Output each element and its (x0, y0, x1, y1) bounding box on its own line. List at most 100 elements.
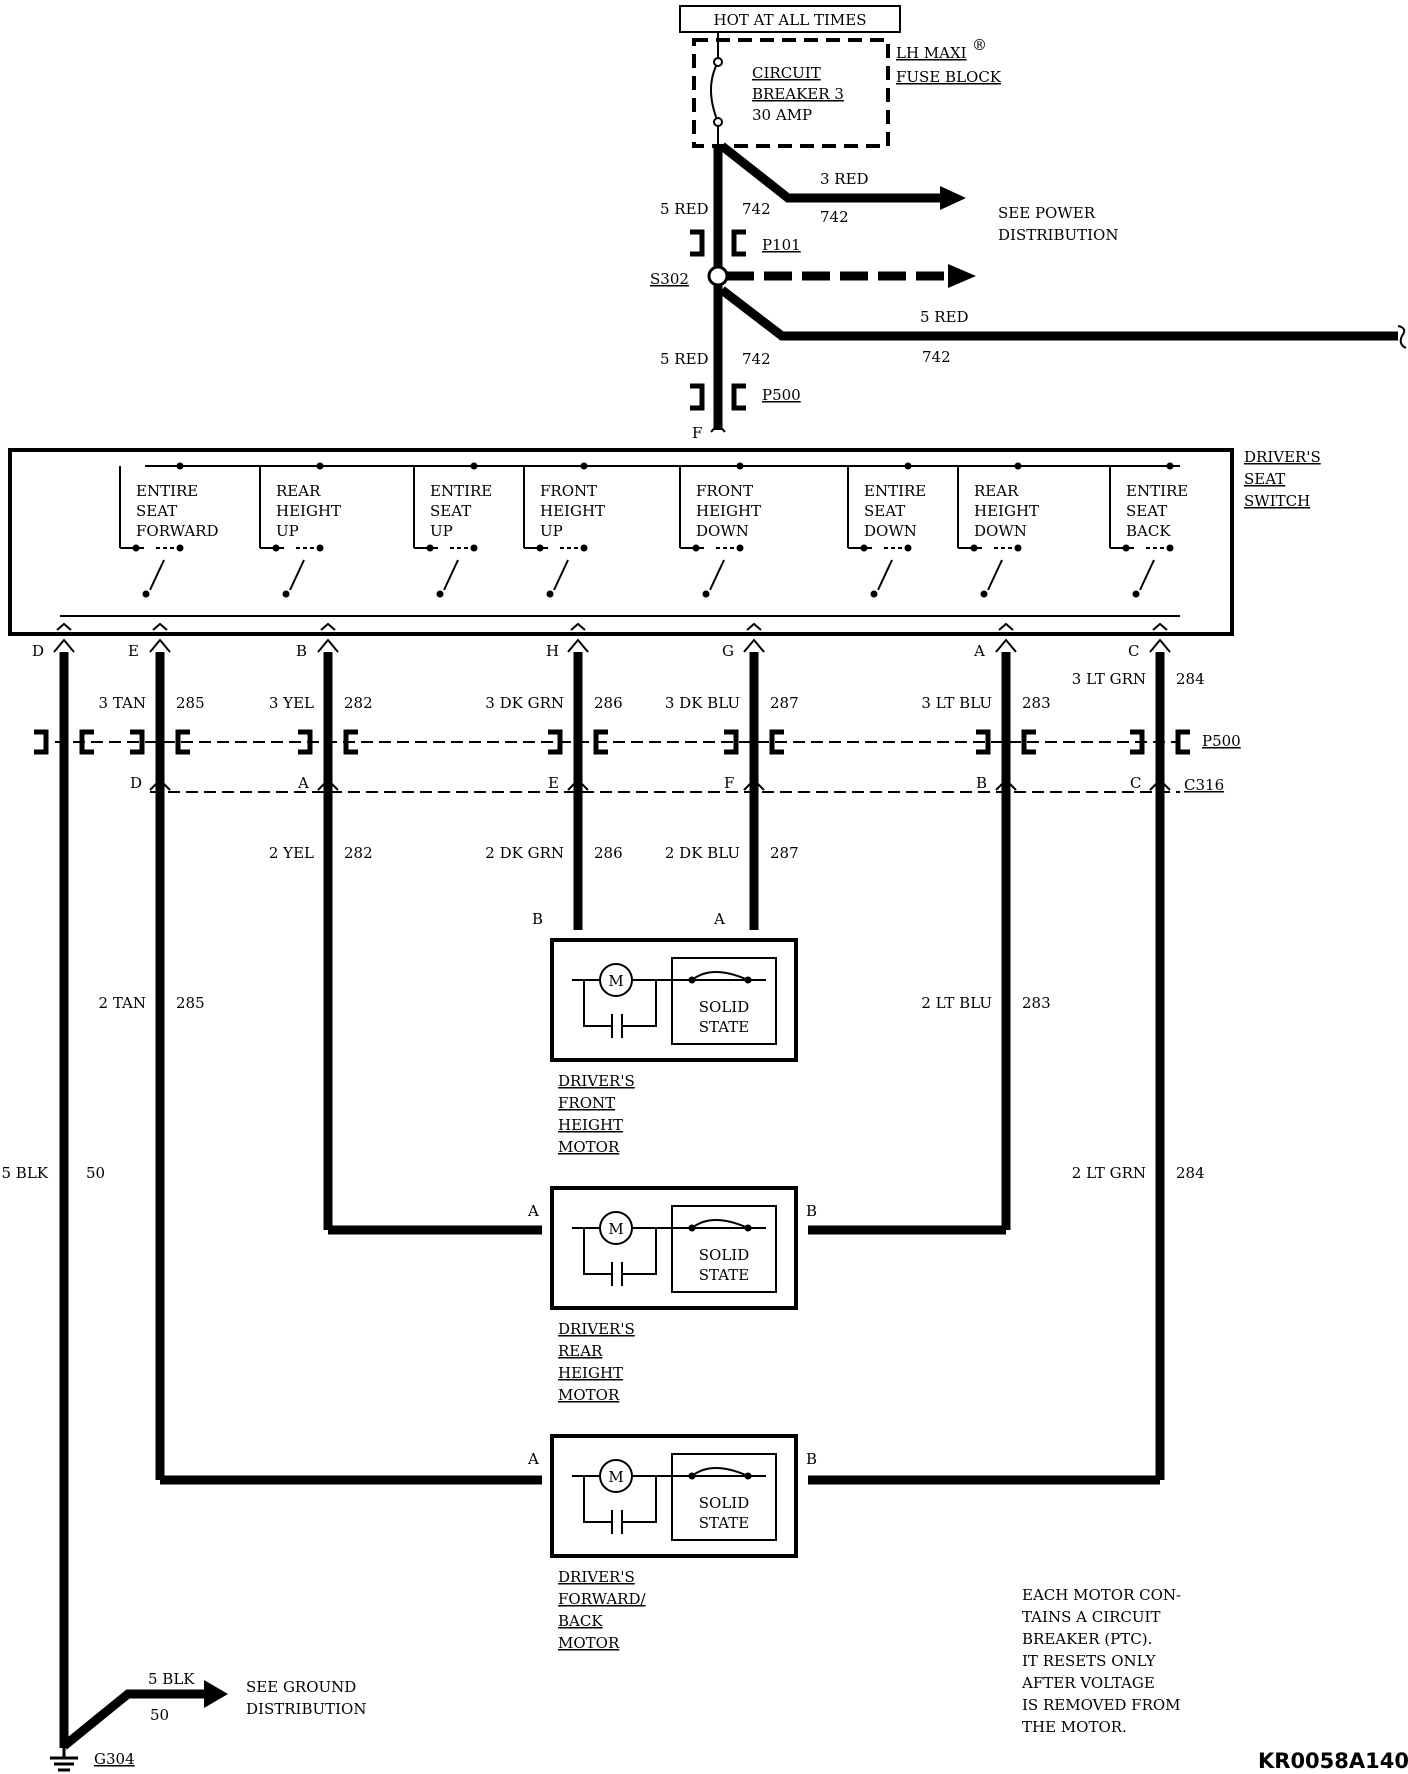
switch-section-label-2: HEIGHT (974, 502, 1039, 520)
ground-wire-ckt: 50 (150, 1706, 169, 1724)
ckt-742-label-d: 742 (742, 350, 771, 368)
p500-label-harness: P500 (1202, 732, 1241, 750)
wire-3-red-label: 3 RED (820, 170, 869, 188)
wire-color: 3 YEL (269, 694, 314, 712)
solid-state-label-1: SOLID (699, 1246, 750, 1264)
switch-sections: ENTIRESEATFORWARDREARHEIGHTUPENTIRESEATU… (119, 462, 1188, 598)
motor-label-1: DRIVER'S (558, 1320, 635, 1338)
switch-section-label-2: SEAT (864, 502, 905, 520)
lower-wire-label: 2 YEL 282 (269, 844, 373, 862)
ckt-742-label-b: 742 (742, 200, 771, 218)
switch-section-label-1: ENTIRE (430, 482, 492, 500)
lower-wire-label: 2 DK GRN 286 (485, 844, 622, 862)
motor-pin-left: A (527, 1450, 539, 1468)
motor-pin-right: B (806, 1450, 817, 1468)
wire-ckt: 285 (176, 694, 205, 712)
breaker-label-3: 30 AMP (752, 106, 812, 124)
wire-color: 2 YEL (269, 844, 314, 862)
solid-state-label-1: SOLID (699, 1494, 750, 1512)
wire-color: 5 BLK (1, 1164, 48, 1182)
harness-wire: G (722, 622, 765, 660)
wire-color: 3 DK BLU (665, 694, 740, 712)
fuse-block-label-1: LH MAXI (896, 44, 967, 62)
switch-section-label-3: DOWN (974, 522, 1027, 540)
switch-pin-label: H (546, 642, 559, 660)
hot-at-all-times-box: HOT AT ALL TIMES (679, 5, 901, 33)
c316-label: C316 (1184, 776, 1224, 794)
motor-icon (599, 1459, 633, 1493)
ground-wire-color: 5 BLK (148, 1670, 195, 1688)
p500-label-top: P500 (762, 386, 801, 404)
ckt-742-label-c: 742 (922, 348, 951, 366)
switch-section-label-3: UP (276, 522, 299, 540)
wire-ckt: 50 (86, 1164, 105, 1182)
wire-ckt: 286 (594, 694, 623, 712)
breaker-label-1: CIRCUIT (752, 64, 821, 82)
switch-pin-label: G (722, 642, 734, 660)
wire-ckt: 287 (770, 844, 799, 862)
wire-ckt: 286 (594, 844, 623, 862)
motor-pin-right: A (713, 910, 725, 928)
wire-ckt: 283 (1022, 994, 1051, 1012)
wire-color: 3 TAN (99, 694, 146, 712)
wire-ckt: 282 (344, 844, 373, 862)
wire-color: 3 DK GRN (485, 694, 564, 712)
fuse-block-label-2: FUSE BLOCK (896, 68, 1002, 86)
harness-wire: C (1128, 622, 1171, 660)
note-line: IT RESETS ONLY (1022, 1652, 1157, 1670)
see-ground-label-2: DISTRIBUTION (246, 1700, 366, 1718)
motor-pin-right: B (806, 1202, 817, 1220)
switch-title-3: SWITCH (1244, 492, 1310, 510)
motor-label-3: HEIGHT (558, 1364, 623, 1382)
feed-wires (707, 142, 1407, 433)
harness-wire: A (973, 622, 1017, 660)
motor-symbol: M (608, 1220, 623, 1238)
wire-ckt: 284 (1176, 670, 1205, 688)
wire-5-red-label-b: 5 RED (920, 308, 969, 326)
c316-pin-label: A (297, 774, 309, 792)
note-line: TAINS A CIRCUIT (1022, 1608, 1160, 1626)
solid-state-label-1: SOLID (699, 998, 750, 1016)
breaker-label-2: BREAKER 3 (752, 85, 844, 103)
wire-color: 2 DK GRN (485, 844, 564, 862)
ground-wire-label: 5 BLK 50 (1, 1164, 105, 1182)
switch-section-label-1: FRONT (540, 482, 597, 500)
switch-section-label-3: BACK (1126, 522, 1171, 540)
connector-lines (55, 741, 1180, 793)
c316-pin-label: E (548, 774, 559, 792)
see-ground-label-1: SEE GROUND (246, 1678, 356, 1696)
drivers-seat-switch: DRIVER'S SEAT SWITCH (8, 448, 1321, 636)
wire-color: 3 LT GRN (1072, 670, 1146, 688)
see-power-label-1: SEE POWER (998, 204, 1096, 222)
switch-pin-label: A (973, 642, 985, 660)
lower-wire-label: 2 LT BLU 283 (921, 994, 1050, 1012)
upper-wire-label: 3 LT GRN 284 (1072, 670, 1205, 688)
switch-section-label-1: ENTIRE (864, 482, 926, 500)
registered-mark: ® (972, 36, 987, 54)
see-power-label-2: DISTRIBUTION (998, 226, 1118, 244)
wire-ckt: 284 (1176, 1164, 1205, 1182)
switch-section-label-3: DOWN (864, 522, 917, 540)
wire-color: 2 LT BLU (921, 994, 992, 1012)
switch-section-label-1: ENTIRE (1126, 482, 1188, 500)
feed-labels: 3 RED 742 SEE POWER DISTRIBUTION 5 RED 7… (650, 170, 1118, 442)
wire-5-red-label-c: 5 RED (660, 350, 709, 368)
harness-wire: B (296, 622, 339, 660)
motor-label-4: MOTOR (558, 1138, 620, 1156)
motor-label-3: HEIGHT (558, 1116, 623, 1134)
motor-label-4: MOTOR (558, 1634, 620, 1652)
motor-label-3: BACK (558, 1612, 603, 1630)
motor-label-1: DRIVER'S (558, 1568, 635, 1586)
switch-pin-label: E (128, 642, 139, 660)
switch-section-label-3: DOWN (696, 522, 749, 540)
switch-section-entire-down: ENTIRE SEAT DOWN (847, 462, 926, 598)
motor-icon (599, 963, 633, 997)
